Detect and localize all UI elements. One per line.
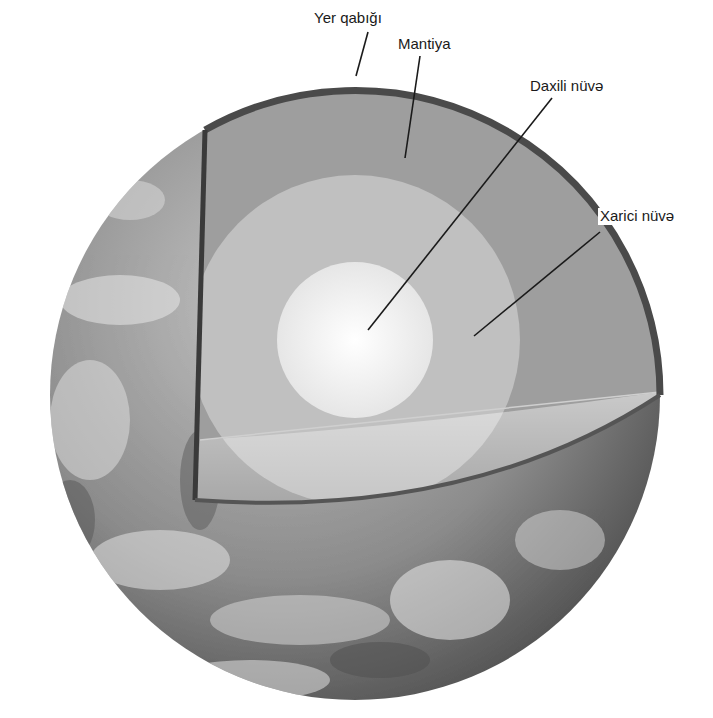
leader-line — [474, 232, 600, 336]
layer-label: Xarici nüvə — [598, 208, 676, 225]
crust-band — [205, 91, 660, 395]
leader-line — [405, 56, 420, 158]
cut-edge — [195, 395, 660, 503]
layer-label: Yer qabığı — [312, 10, 384, 27]
layer-label: Mantiya — [396, 36, 453, 53]
cutaway-layers — [150, 60, 710, 560]
layer-label: Daxili nüvə — [528, 78, 605, 95]
cut-edge — [195, 130, 205, 500]
leader-line — [356, 32, 368, 76]
